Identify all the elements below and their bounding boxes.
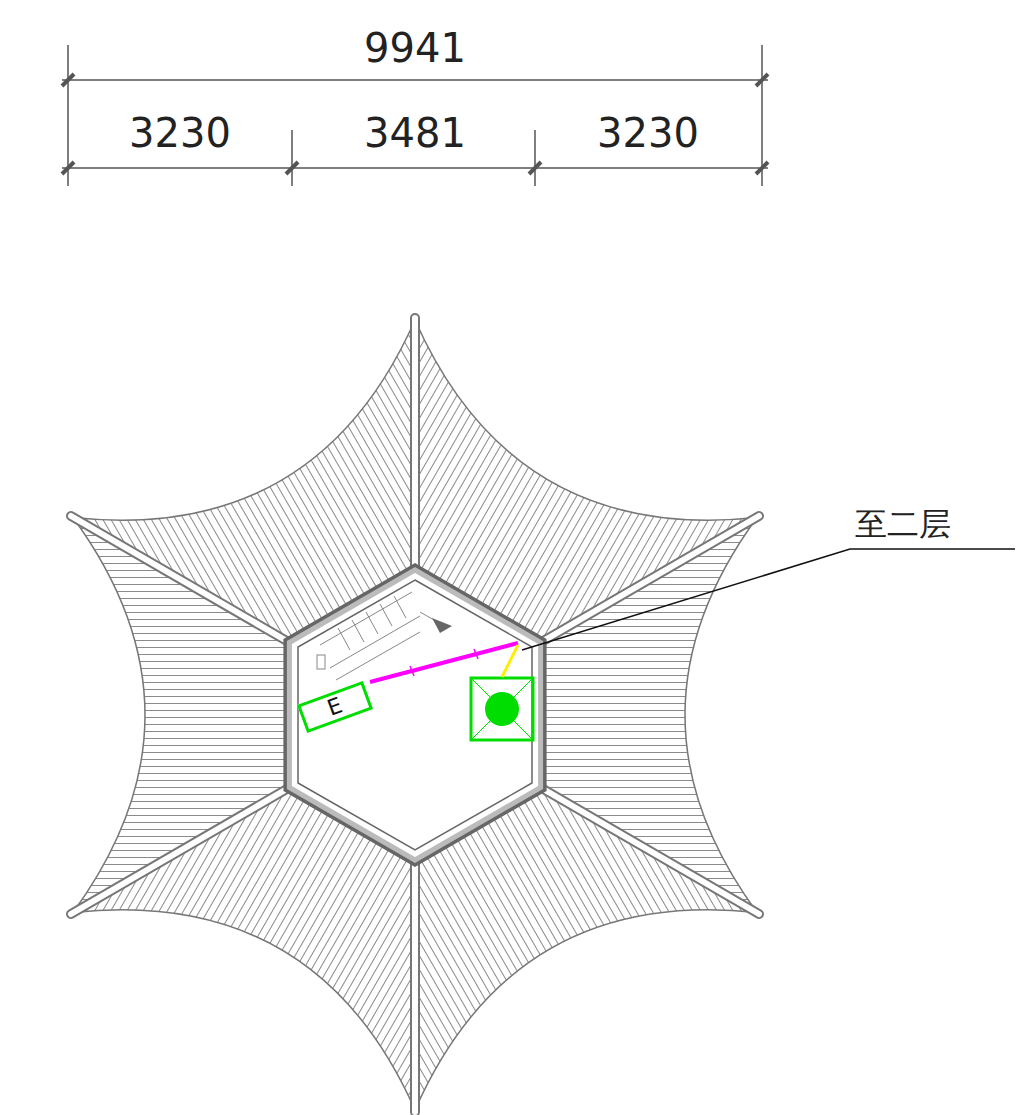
dimension-segment: 3230 [597, 113, 699, 153]
leader-line [522, 549, 1015, 650]
dimension-total: 9941 [364, 28, 466, 68]
riser-wire [502, 645, 518, 677]
wire-ticks [410, 649, 478, 676]
dimension-segment: 3481 [364, 113, 466, 153]
roof-ridges [71, 318, 759, 1112]
dimension-ticks [62, 74, 768, 174]
stair-arrow [432, 618, 452, 633]
wire [370, 643, 518, 682]
equipment-code: E [325, 694, 346, 719]
hexagon-inner-line [298, 580, 532, 850]
dimension-segment: 3230 [129, 113, 231, 153]
hexagon-wall-inner [289, 570, 540, 860]
callout-note: 至二层 [855, 508, 951, 540]
hexagon-wall [289, 570, 540, 860]
column-symbol [471, 678, 533, 740]
